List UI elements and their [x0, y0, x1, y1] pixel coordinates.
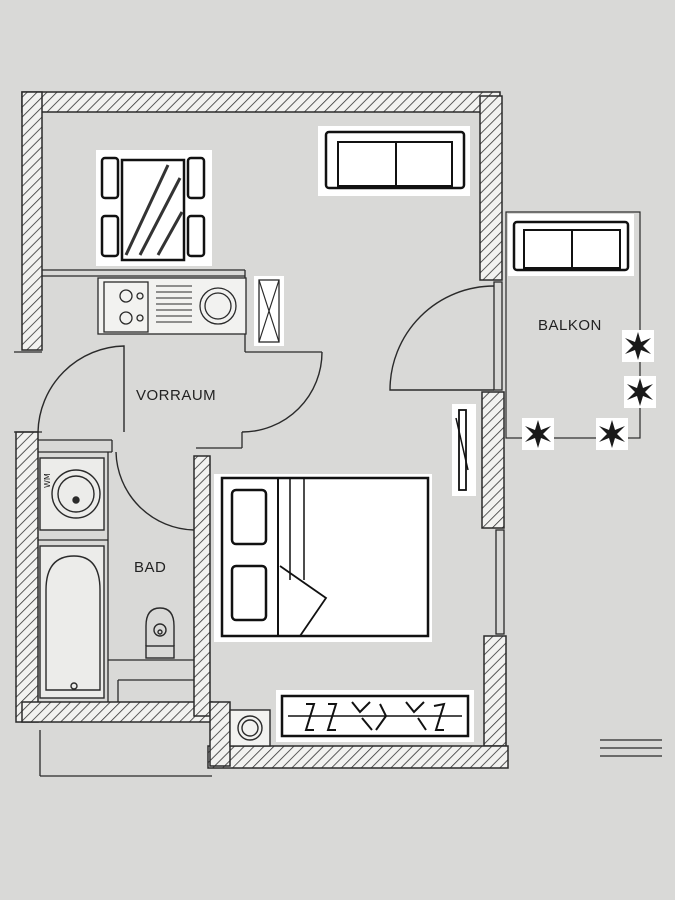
door-main-room — [241, 351, 323, 433]
sofa-balcony — [508, 214, 634, 276]
plant-icon — [596, 418, 628, 450]
wall-right-lower — [483, 635, 507, 747]
wall-top — [21, 91, 501, 113]
kitchen-counter — [97, 277, 247, 335]
door-bathroom — [115, 451, 195, 531]
wall-right-upper — [479, 95, 503, 281]
door-balcony — [389, 285, 495, 391]
toilet — [145, 607, 175, 659]
bathroom-fixtures — [39, 457, 175, 699]
balcony — [505, 211, 641, 439]
plant-icon — [522, 418, 554, 450]
plant-icon — [622, 330, 654, 362]
exterior-walls — [15, 91, 509, 769]
wall-left-lower — [15, 431, 39, 723]
pillow — [230, 488, 268, 546]
sink-kitchen — [199, 287, 237, 325]
chairs — [100, 156, 206, 258]
boiler — [229, 709, 271, 747]
door-entrance — [37, 345, 125, 433]
wall-partition-bad — [193, 455, 211, 717]
plant-icon — [624, 376, 656, 408]
wall-right-middle — [481, 391, 505, 529]
room-label-balkon: BALKON — [538, 317, 602, 334]
wall-closet — [209, 701, 231, 767]
tv-panel — [452, 404, 476, 496]
dining-table — [96, 150, 212, 266]
doors — [37, 285, 495, 531]
pillow — [230, 564, 268, 622]
wall-bottom — [207, 745, 509, 769]
washing-machine-label: WM — [43, 473, 52, 488]
drain-board — [156, 285, 192, 323]
plants — [522, 330, 656, 450]
room-label-bad: BAD — [134, 559, 166, 576]
sofa-main — [318, 126, 470, 196]
cabinet-x — [254, 276, 284, 346]
room-label-vorraum: VORRAUM — [136, 387, 216, 404]
wall-bottom-left — [21, 701, 213, 723]
bathtub — [39, 545, 105, 699]
wardrobe — [276, 690, 474, 742]
bed — [214, 474, 432, 642]
wall-left-upper — [21, 91, 43, 351]
inner-lines — [14, 269, 662, 777]
